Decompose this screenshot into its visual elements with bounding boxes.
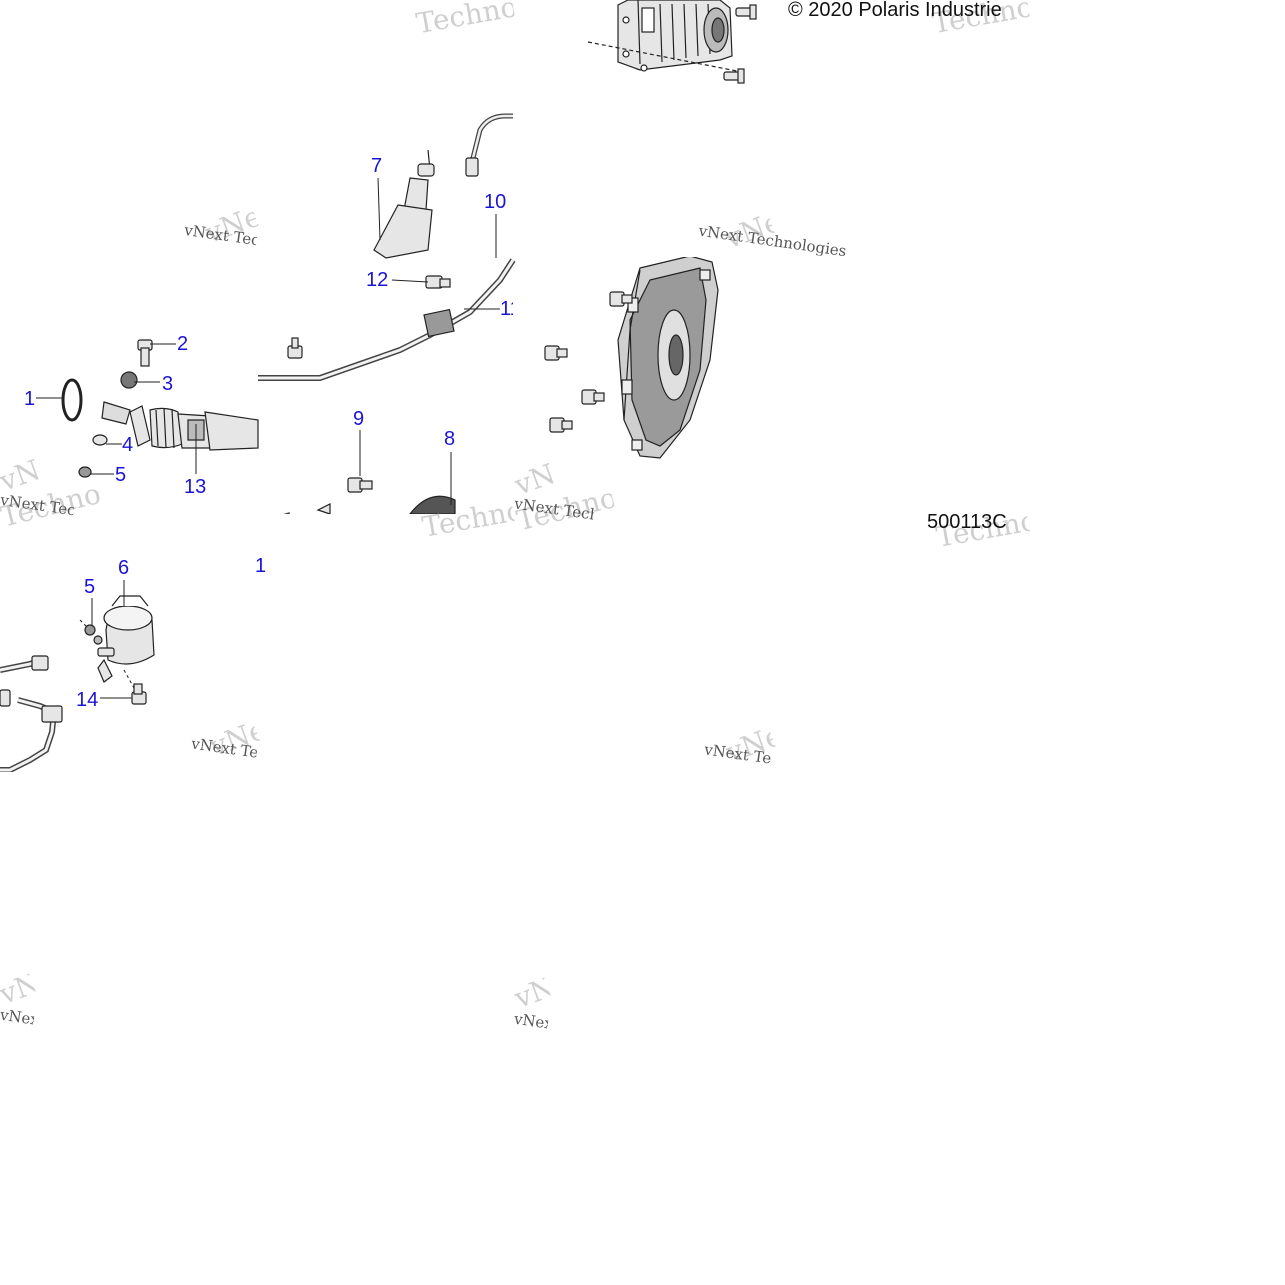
callout-6[interactable]: 6 [118, 557, 130, 579]
slave-cylinder-housing [617, 0, 733, 72]
callout-7[interactable]: 7 [371, 155, 383, 177]
washer-4 [92, 434, 108, 446]
housing-bolt-top [735, 4, 757, 20]
callout-12[interactable]: 12 [366, 269, 389, 291]
bolt-9 [347, 477, 373, 493]
tile-cut [256, 0, 514, 112]
callout-4[interactable]: 4 [122, 434, 134, 456]
tile-cut [0, 772, 1029, 1285]
callout-1[interactable]: 1 [24, 388, 36, 410]
callout-13[interactable]: 13 [184, 476, 207, 498]
bolt-2 [137, 339, 153, 367]
clutch-bolts [544, 291, 633, 433]
clutch-pressure-plate [617, 255, 719, 459]
callout-3[interactable]: 3 [162, 373, 174, 395]
tile-cut [1029, 0, 1285, 1285]
tile-cut [0, 0, 256, 257]
o-ring-1 [61, 378, 83, 422]
bolt-14 [131, 683, 147, 705]
copyright-text: © 2020 Polaris Industrie [788, 0, 1002, 21]
nut-3 [120, 371, 138, 389]
nut-5a [78, 466, 92, 478]
callout-9[interactable]: 9 [353, 408, 365, 430]
callout-1-secondary[interactable]: 1 [255, 555, 267, 577]
callout-14[interactable]: 14 [76, 689, 99, 711]
tile-cut [256, 514, 514, 772]
callout-8[interactable]: 8 [444, 428, 456, 450]
diagram-code: 500113C [927, 511, 1007, 533]
callout-5-secondary[interactable]: 5 [84, 576, 96, 598]
callout-2[interactable]: 2 [177, 333, 189, 355]
tile-cut [514, 514, 1029, 772]
nut-5b [84, 624, 103, 645]
callout-10[interactable]: 10 [484, 191, 507, 213]
bleeder [287, 337, 303, 359]
tile-cut [514, 100, 1029, 257]
callout-11[interactable]: 11 [500, 299, 513, 319]
actuator-7 [373, 149, 435, 259]
callout-5[interactable]: 5 [115, 464, 127, 486]
fitting-12 [425, 275, 451, 289]
reservoir-6 [97, 595, 155, 683]
housing-bolt-bottom [723, 68, 745, 84]
